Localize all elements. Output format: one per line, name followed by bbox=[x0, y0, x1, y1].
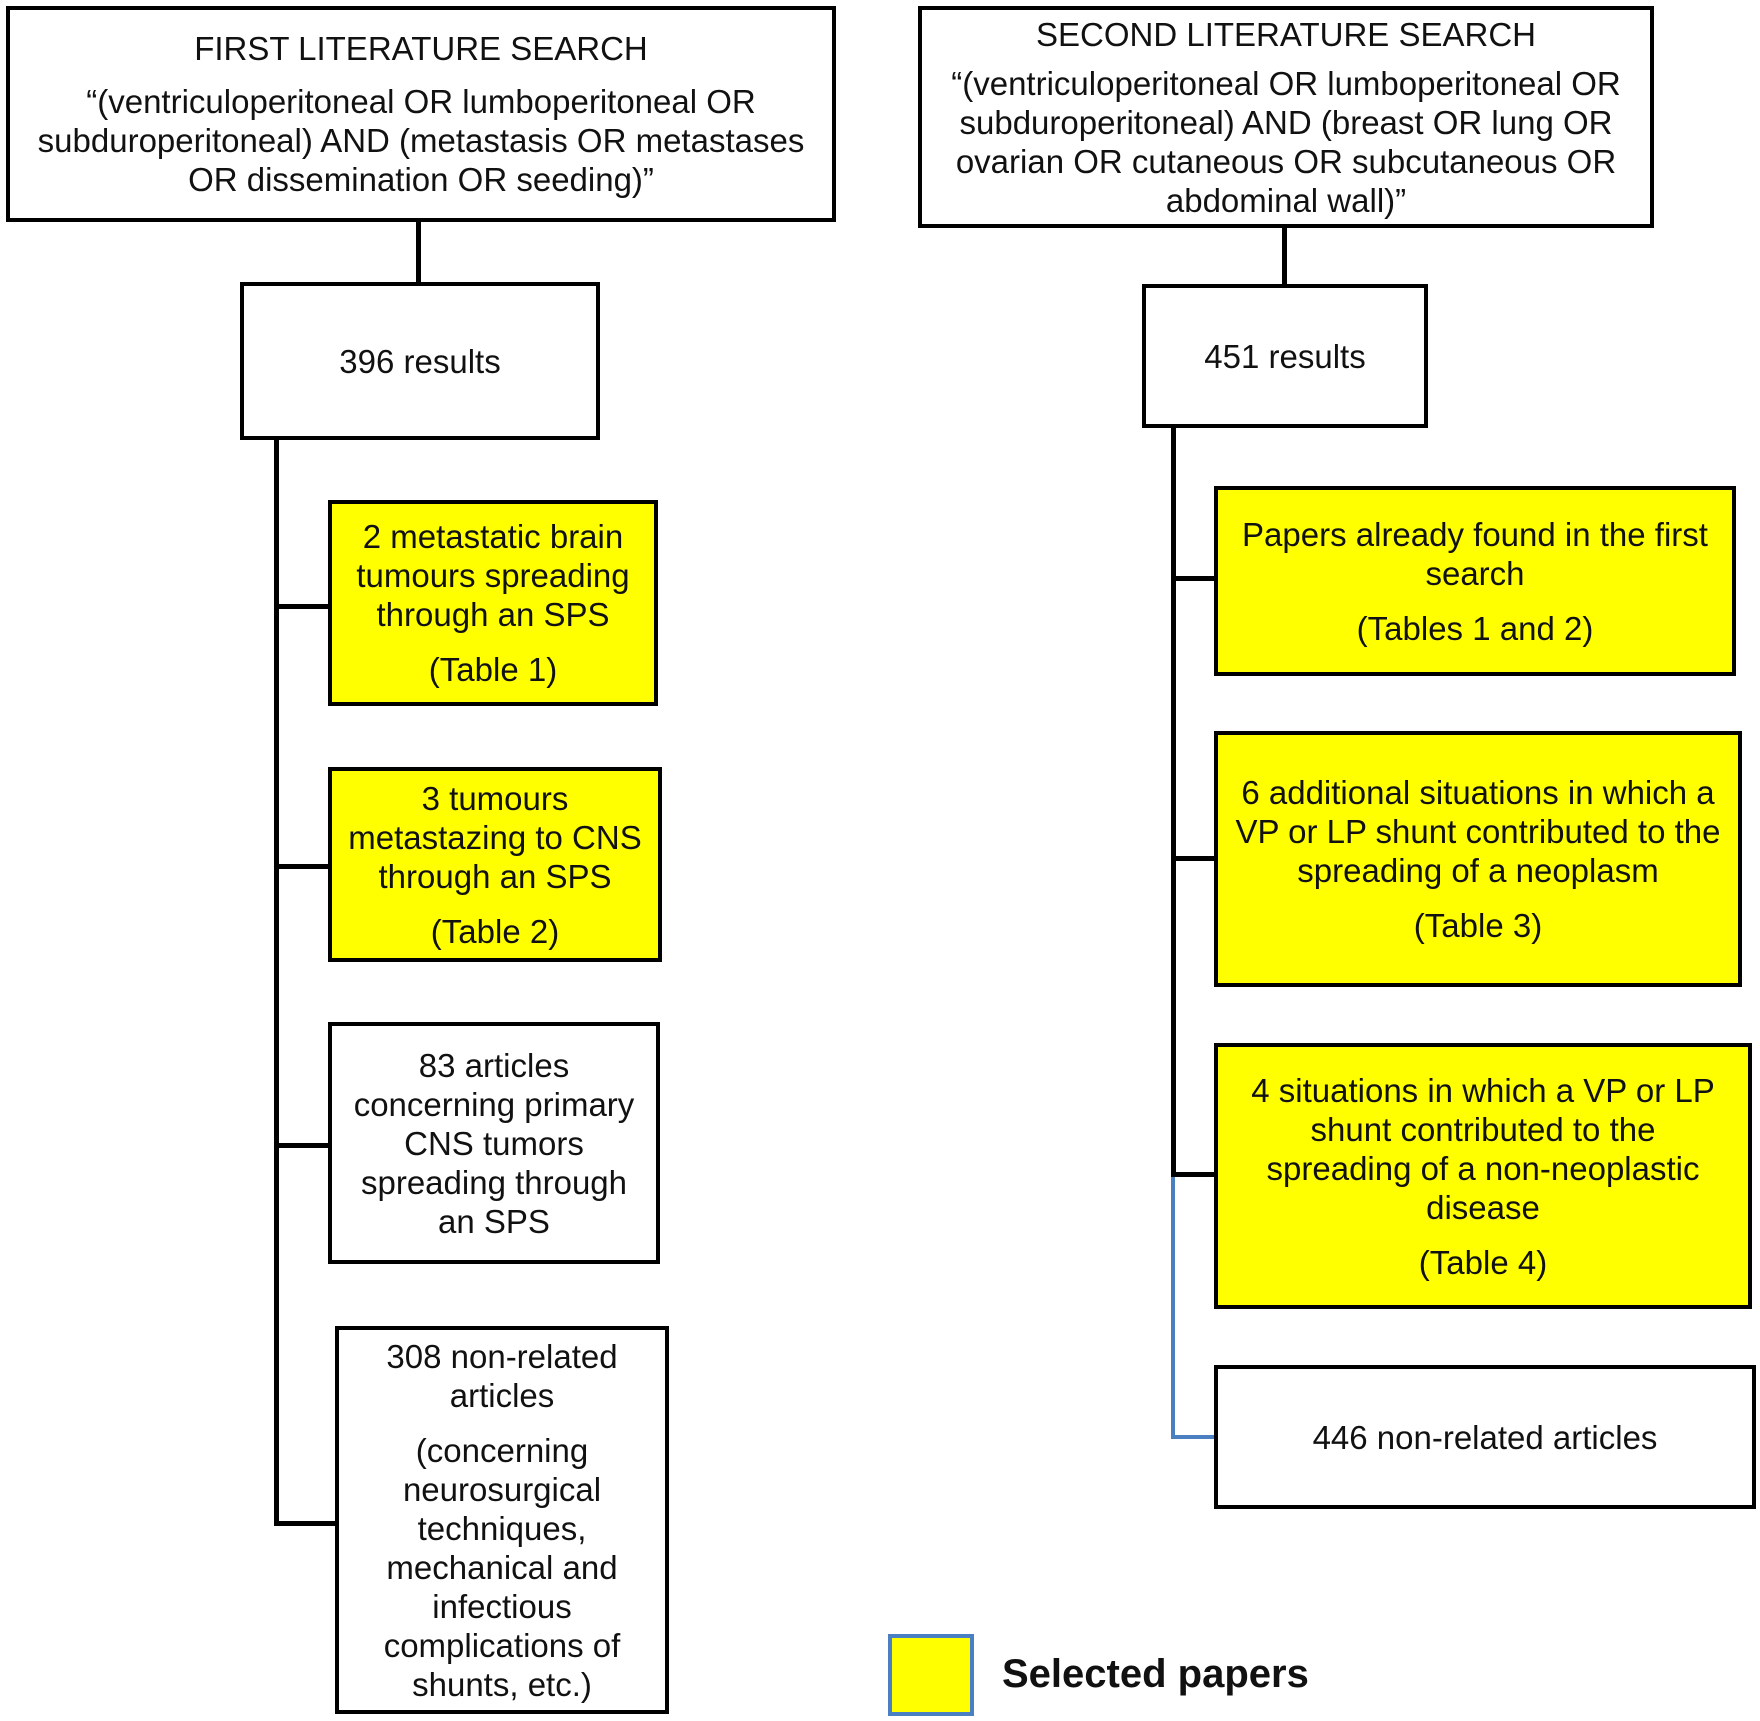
first-search-title: FIRST LITERATURE SEARCH bbox=[194, 30, 648, 67]
legend-label: Selected papers bbox=[1002, 1652, 1309, 1696]
second-branch-3-line bbox=[1171, 1172, 1217, 1177]
second-branch-3-box: 4 situations in which a VP or LP shunt c… bbox=[1214, 1043, 1752, 1309]
second-branch-1-line bbox=[1171, 576, 1217, 581]
second-branch-2-note: (Table 3) bbox=[1413, 907, 1543, 944]
first-branch-3-line bbox=[274, 1143, 330, 1148]
first-branch-3-box: 83 articles concerning primary CNS tumor… bbox=[328, 1022, 660, 1264]
second-branch-4-line bbox=[1171, 1435, 1217, 1439]
second-search-query: “(ventriculoperitoneal OR lumboperitonea… bbox=[951, 64, 1621, 219]
second-results-count: 451 results bbox=[1204, 337, 1366, 375]
first-trunk-line bbox=[274, 440, 279, 1526]
first-branch-4-text: 308 non-related articles bbox=[386, 1337, 618, 1414]
second-branch-3-text: 4 situations in which a VP or LP shunt c… bbox=[1251, 1071, 1715, 1226]
second-branch-3-note: (Table 4) bbox=[1418, 1243, 1548, 1281]
first-search-query: “(ventriculoperitoneal OR lumboperitonea… bbox=[37, 83, 805, 198]
first-branch-2-box: 3 tumours metastazing to CNS through an … bbox=[328, 767, 662, 962]
second-branch-1-box: Papers already found in the first search… bbox=[1214, 486, 1736, 676]
first-connector-top bbox=[416, 222, 421, 282]
second-branch-1-text: Papers already found in the first search bbox=[1242, 515, 1708, 592]
first-results-count: 396 results bbox=[339, 342, 501, 380]
second-branch-2-line bbox=[1171, 856, 1217, 861]
second-branch-2-text: 6 additional situations in which a VP or… bbox=[1235, 774, 1721, 889]
first-search-query-box: FIRST LITERATURE SEARCH “(ventriculoperi… bbox=[6, 6, 836, 222]
second-branch-1-note: (Tables 1 and 2) bbox=[1356, 609, 1594, 647]
second-branch-4-box: 446 non-related articles bbox=[1214, 1365, 1756, 1509]
legend-swatch bbox=[888, 1634, 974, 1716]
first-branch-2-note: (Table 2) bbox=[430, 912, 560, 950]
second-search-title: SECOND LITERATURE SEARCH bbox=[1036, 15, 1536, 53]
second-results-box: 451 results bbox=[1142, 284, 1428, 428]
first-branch-4-line bbox=[274, 1521, 338, 1526]
second-search-query-box: SECOND LITERATURE SEARCH “(ventriculoper… bbox=[918, 6, 1654, 228]
first-branch-2-line bbox=[274, 864, 330, 869]
first-branch-1-text: 2 metastatic brain tumours spreading thr… bbox=[356, 518, 630, 633]
second-connector-top bbox=[1282, 228, 1287, 284]
first-branch-4-note: (concerning neurosurgical techniques, me… bbox=[383, 1431, 621, 1703]
second-trunk-selected-separator-line bbox=[1171, 1176, 1175, 1439]
first-branch-1-note: (Table 1) bbox=[428, 651, 558, 688]
second-branch-2-box: 6 additional situations in which a VP or… bbox=[1214, 731, 1742, 987]
first-branch-1-line bbox=[274, 604, 330, 609]
first-branch-2-text: 3 tumours metastazing to CNS through an … bbox=[348, 779, 642, 895]
second-trunk-line bbox=[1171, 428, 1176, 1176]
first-results-box: 396 results bbox=[240, 282, 600, 440]
first-branch-1-box: 2 metastatic brain tumours spreading thr… bbox=[328, 500, 658, 706]
first-branch-3-text: 83 articles concerning primary CNS tumor… bbox=[353, 1046, 635, 1240]
second-branch-4-text: 446 non-related articles bbox=[1312, 1418, 1658, 1456]
first-branch-4-box: 308 non-related articles (concerning neu… bbox=[335, 1326, 669, 1714]
